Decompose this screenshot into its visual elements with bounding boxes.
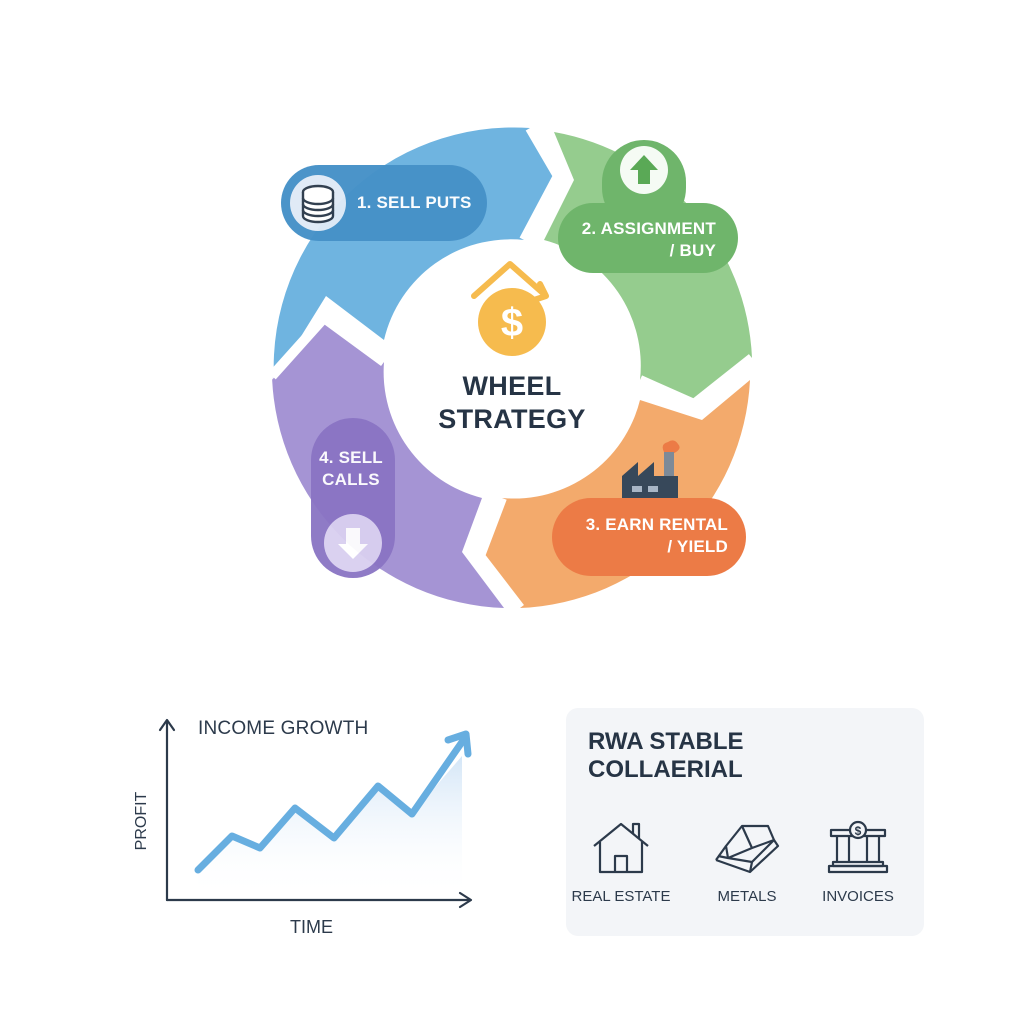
gold-bar-icon <box>715 824 780 874</box>
chart-axes <box>158 718 473 909</box>
bank-dollar-icon: $ <box>827 820 889 874</box>
center-title-line2: STRATEGY <box>438 404 586 434</box>
asset-label: INVOICES <box>822 888 894 905</box>
chart-y-axis-label: PROFIT <box>133 791 150 851</box>
step-earn-yield: 3. EARN RENTAL / YIELD <box>552 498 746 576</box>
income-growth-chart: INCOME GROWTH PROFIT TIME <box>120 700 490 950</box>
coin-stack-icon <box>290 175 346 231</box>
step-3-label-line2: / YIELD <box>667 537 728 556</box>
rwa-title-line2: COLLAERIAL <box>588 756 743 783</box>
wheel-strategy-diagram: $ WHEEL STRATEGY 1. SELL PUTS 2. ASSIGNM… <box>262 118 762 618</box>
rwa-title-line1: RWA STABLE <box>588 728 744 755</box>
asset-metals: METALS <box>692 820 802 905</box>
step-3-label-line1: 3. EARN RENTAL <box>585 515 728 534</box>
asset-real-estate: REAL ESTATE <box>566 820 676 905</box>
rwa-collateral-card: RWA STABLE COLLAERIAL REAL ESTATE <box>566 708 924 936</box>
step-4-label-line1: 4. SELL <box>319 448 383 467</box>
step-sell-puts: 1. SELL PUTS <box>281 165 487 241</box>
arrow-down-icon <box>324 514 382 572</box>
chart-area-fill <box>198 756 462 898</box>
step-2-label-line1: 2. ASSIGNMENT <box>581 219 716 238</box>
svg-text:$: $ <box>501 301 523 345</box>
chart-x-axis-label: TIME <box>290 917 333 937</box>
step-sell-calls: 4. SELL CALLS <box>311 418 395 578</box>
center-title-line1: WHEEL <box>462 371 562 401</box>
step-1-label: 1. SELL PUTS <box>357 193 472 212</box>
arrow-up-icon <box>620 146 668 194</box>
trend-arrow-head <box>444 730 472 758</box>
asset-label: REAL ESTATE <box>571 888 671 905</box>
segment-sell-puts <box>273 127 558 380</box>
dollar-coin-with-arrow-icon: $ <box>471 261 549 356</box>
chart-line <box>194 738 466 874</box>
house-icon <box>593 822 649 874</box>
svg-text:$: $ <box>855 824 862 838</box>
segment-earn-yield <box>480 380 750 608</box>
step-assignment: 2. ASSIGNMENT / BUY <box>558 203 738 273</box>
step-2-label-line2: / BUY <box>669 241 716 260</box>
chart-title: INCOME GROWTH <box>198 718 369 739</box>
step-4-label-line2: CALLS <box>322 470 380 489</box>
asset-label: METALS <box>717 888 777 905</box>
asset-invoices: $ INVOICES <box>803 820 913 905</box>
